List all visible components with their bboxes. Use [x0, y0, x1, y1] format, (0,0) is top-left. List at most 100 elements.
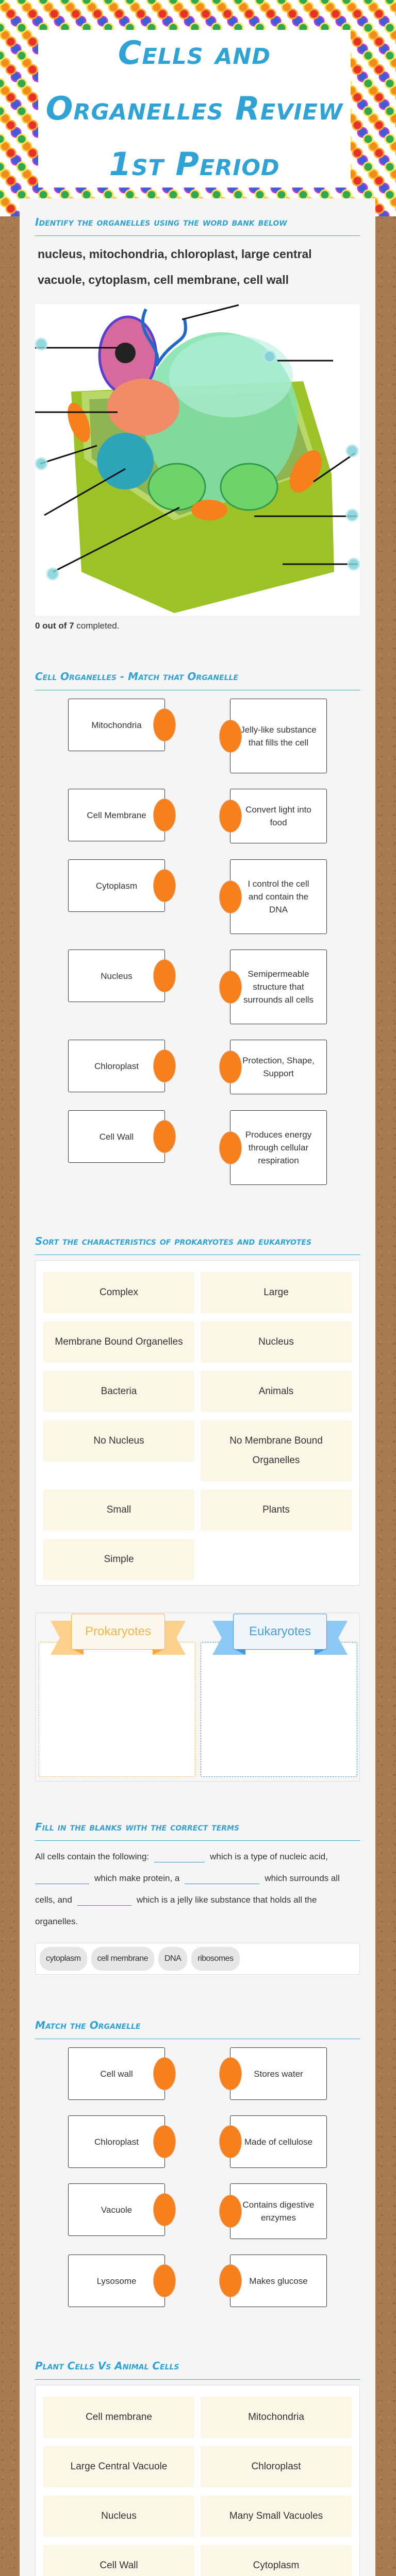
draggable-tile[interactable]: Cell membrane [43, 2397, 194, 2438]
draggable-tile[interactable]: Complex [43, 1272, 194, 1313]
match-left-item[interactable]: Mitochondria [68, 699, 176, 751]
connector-dot[interactable] [153, 2057, 176, 2090]
answer-chip[interactable]: ribosomes [191, 1947, 240, 1971]
bucket-prokaryotes[interactable]: Prokaryotes [39, 1614, 195, 1777]
hotspot[interactable] [345, 444, 359, 457]
draggable-tile[interactable]: No Membrane Bound Organelles [201, 1420, 352, 1481]
connector-dot[interactable] [153, 959, 176, 992]
match-right-item[interactable]: Semipermeable structure that surrounds a… [219, 950, 327, 1024]
match-left-item[interactable]: Cell wall [68, 2047, 176, 2100]
connector-dot[interactable] [219, 970, 242, 1004]
item-label: I control the cell and contain the DNA [248, 879, 309, 914]
connector-dot[interactable] [219, 2125, 242, 2158]
item-label: Lysosome [96, 2276, 137, 2286]
hotspot[interactable] [35, 337, 48, 351]
plant-cell-illustration [35, 304, 360, 613]
item-label: Jelly-like substance that fills the cell [240, 724, 317, 748]
section-title: Identify the organelles using the word b… [35, 213, 360, 236]
match-right-item[interactable]: Jelly-like substance that fills the cell [219, 699, 327, 773]
word-bank-line: nucleus, mitochondria, chloroplast, larg… [38, 247, 312, 261]
draggable-tile[interactable]: Large Central Vacuole [43, 2446, 194, 2487]
draggable-tile[interactable]: Plants [201, 1489, 352, 1531]
answer-chip[interactable]: DNA [158, 1947, 188, 1971]
draggable-tile[interactable]: Simple [43, 1539, 194, 1580]
draggable-tile[interactable]: Nucleus [201, 1321, 352, 1363]
ribbon-label: Prokaryotes [51, 1614, 186, 1655]
match-right-item[interactable]: Stores water [219, 2047, 327, 2100]
hotspot[interactable] [347, 557, 360, 571]
section-sort-cells: Sort the characteristics of prokaryotes … [35, 1232, 360, 1782]
text: which surrounds all cells, and [35, 1873, 340, 1905]
connector-dot[interactable] [219, 1050, 242, 1083]
match-left-item[interactable]: Lysosome [68, 2255, 176, 2307]
draggable-tile[interactable]: No Nucleus [43, 1420, 194, 1462]
item-label: Made of cellulose [244, 2137, 313, 2147]
word-bank-line: vacuole, cytoplasm, cell membrane, cell … [38, 273, 289, 286]
answer-chips: cytoplasm cell membrane DNA ribosomes [35, 1943, 360, 1975]
hotspot[interactable] [35, 457, 48, 470]
item-label: Nucleus [101, 971, 133, 981]
match-right-item[interactable]: Protection, Shape, Support [219, 1040, 327, 1094]
draggable-tile[interactable]: Large [201, 1272, 352, 1313]
connector-dot[interactable] [219, 2195, 242, 2228]
answer-chip[interactable]: cytoplasm [40, 1947, 87, 1971]
match-right-item[interactable]: Produces energy through cellular respira… [219, 1110, 327, 1185]
sort-buckets: Prokaryotes Eukaryotes [35, 1613, 360, 1782]
connector-dot[interactable] [219, 1131, 242, 1164]
connector-dot[interactable] [219, 880, 242, 913]
section-title: Sort the characteristics of prokaryotes … [35, 1232, 360, 1255]
blank-input[interactable] [154, 1848, 205, 1862]
match-left-item[interactable]: Cytoplasm [68, 859, 176, 912]
draggable-tile[interactable]: Mitochondria [201, 2397, 352, 2438]
bucket-label: Eukaryotes [233, 1614, 327, 1650]
draggable-tile[interactable]: Membrane Bound Organelles [43, 1321, 194, 1363]
item-label: Chloroplast [94, 1061, 139, 1071]
connector-dot[interactable] [153, 2125, 176, 2158]
draggable-tile[interactable]: Nucleus [43, 2496, 194, 2537]
item-label: Produces energy through cellular respira… [245, 1130, 312, 1165]
match-right-item[interactable]: Convert light into food [219, 789, 327, 843]
draggable-tile[interactable]: Bacteria [43, 1371, 194, 1412]
connector-dot[interactable] [219, 2057, 242, 2090]
blank-input[interactable] [77, 1891, 131, 1906]
answer-chip[interactable]: cell membrane [91, 1947, 154, 1971]
blank-input[interactable] [35, 1870, 89, 1884]
match-left-item[interactable]: Nucleus [68, 950, 176, 1002]
hotspot[interactable] [46, 567, 59, 581]
match-right-item[interactable]: Makes glucose [219, 2255, 327, 2307]
bucket-eukaryotes[interactable]: Eukaryotes [201, 1614, 357, 1777]
match-left-item[interactable]: Vacuole [68, 2183, 176, 2236]
connector-dot[interactable] [153, 799, 176, 832]
draggable-tile[interactable]: Animals [201, 1371, 352, 1412]
connector-dot[interactable] [153, 708, 176, 741]
connector-dot[interactable] [219, 719, 242, 753]
connector-dot[interactable] [219, 2264, 242, 2297]
item-label: Cytoplasm [95, 880, 138, 891]
connector-dot[interactable] [153, 2264, 176, 2297]
blank-input[interactable] [185, 1870, 260, 1884]
hotspot[interactable] [263, 350, 276, 363]
match-right-item[interactable]: Made of cellulose [219, 2115, 327, 2168]
match-left-item[interactable]: Chloroplast [68, 2115, 176, 2168]
connector-dot[interactable] [153, 1120, 176, 1153]
match-left-item[interactable]: Cell Wall [68, 1110, 176, 1163]
draggable-tile[interactable]: Cell Wall [43, 2545, 194, 2576]
match-right-item[interactable]: I control the cell and contain the DNA [219, 859, 327, 934]
item-label: Mitochondria [91, 720, 142, 730]
match-left-item[interactable]: Chloroplast [68, 1040, 176, 1092]
title-line-1: Cells and [118, 34, 271, 72]
draggable-tile[interactable]: Chloroplast [201, 2446, 352, 2487]
connector-dot[interactable] [219, 800, 242, 833]
draggable-tile[interactable]: Many Small Vacuoles [201, 2496, 352, 2537]
connector-dot[interactable] [153, 869, 176, 902]
section-title: Match the Organelle [35, 2016, 360, 2039]
draggable-tile[interactable]: Cytoplasm [201, 2545, 352, 2576]
match-left-item[interactable]: Cell Membrane [68, 789, 176, 841]
connector-dot[interactable] [153, 2193, 176, 2226]
connector-dot[interactable] [153, 1049, 176, 1082]
draggable-tile[interactable]: Small [43, 1489, 194, 1531]
match-right-item[interactable]: Contains digestive enzymes [219, 2183, 327, 2239]
sort-tiles: Cell membrane Mitochondria Large Central… [35, 2385, 360, 2576]
text: which is a type of nucleic acid, [210, 1852, 328, 1861]
hotspot[interactable] [345, 509, 359, 522]
